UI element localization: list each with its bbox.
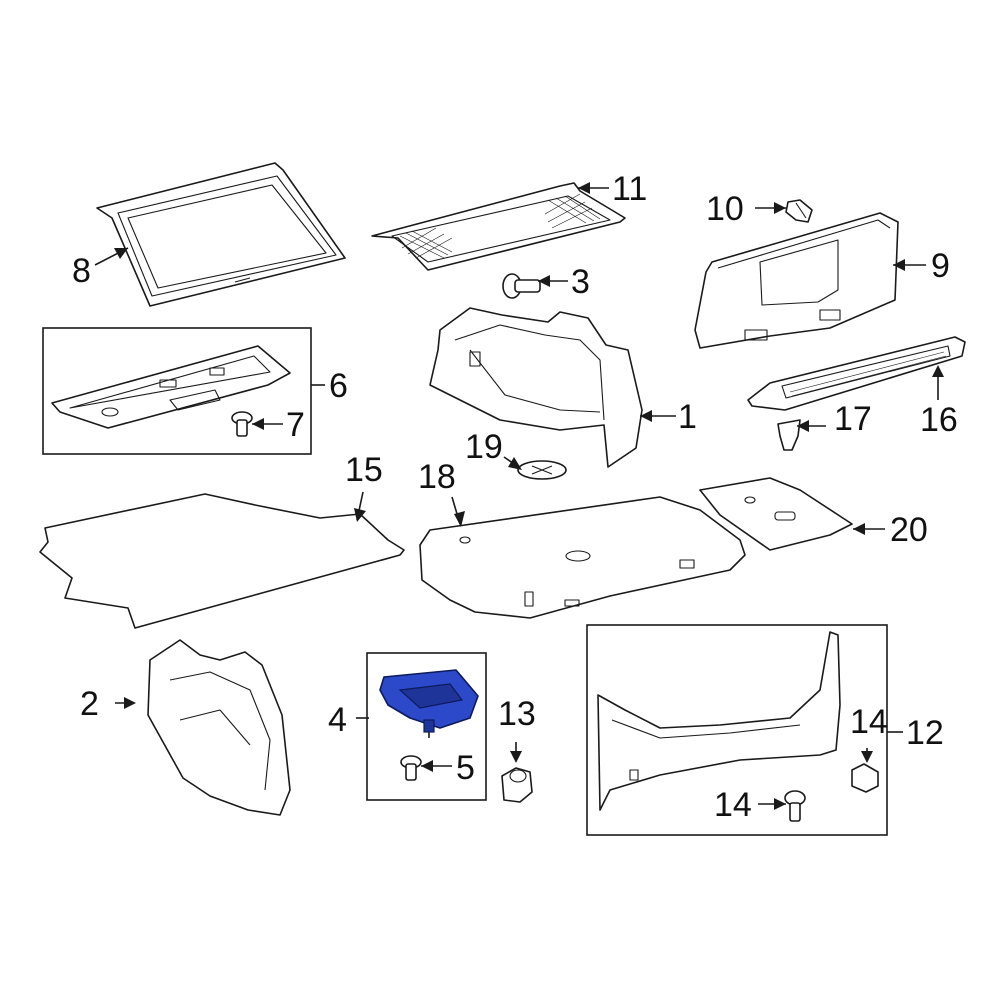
part-3-pin[interactable] [502,273,541,299]
part-14-clip-right[interactable] [851,763,879,793]
part-1-quarter-trim[interactable] [429,307,643,468]
part-20-pad[interactable] [699,477,853,551]
callout-labels: 1 2 3 4 5 6 7 8 9 10 11 12 13 14 14 15 1… [72,170,958,824]
part-8-cargo-cover-frame[interactable] [96,162,346,307]
part-14-clip-lower[interactable] [784,790,806,822]
callout-5: 5 [456,749,475,787]
callout-10: 10 [706,190,744,228]
leader-lines [94,182,944,810]
part-6-package-tray[interactable] [51,345,291,429]
part-12-sill-trim-panel[interactable] [597,631,841,811]
callout-6: 6 [329,367,348,405]
callout-14-lower: 14 [714,786,752,824]
group-box-12 [586,624,888,836]
callout-17: 17 [834,400,872,438]
callout-1: 1 [678,398,697,436]
callout-16: 16 [920,401,958,439]
callout-12: 12 [906,714,944,752]
callout-18: 18 [418,458,456,496]
callout-15: 15 [345,451,383,489]
part-2-side-insulator[interactable] [147,639,291,816]
part-5-bolt[interactable] [400,755,422,781]
callout-4: 4 [328,701,347,739]
callout-7: 7 [286,406,305,444]
part-10-clip[interactable] [785,199,813,223]
callout-14-upper: 14 [850,703,888,741]
callout-2: 2 [80,685,99,723]
part-19-cap[interactable] [517,460,567,480]
callout-13: 13 [498,695,536,733]
part-4-storage-box-highlighted[interactable] [379,669,479,738]
callout-19: 19 [465,428,503,466]
callout-9: 9 [931,247,950,285]
callout-20: 20 [890,511,928,549]
part-17-clip[interactable] [777,419,801,451]
part-11-cargo-net[interactable] [371,182,626,271]
part-18-deck-board[interactable] [419,496,746,619]
part-16-sill-plate[interactable] [747,336,966,411]
callout-3: 3 [571,263,590,301]
part-13-sensor[interactable] [501,767,533,803]
part-15-trunk-mat[interactable] [39,493,405,629]
callout-11: 11 [612,170,647,208]
callout-8: 8 [72,252,91,290]
group-box-4 [366,652,487,801]
part-7-bolt[interactable] [231,411,253,437]
part-9-side-trim-panel[interactable] [694,212,899,349]
group-box-6 [42,327,312,455]
